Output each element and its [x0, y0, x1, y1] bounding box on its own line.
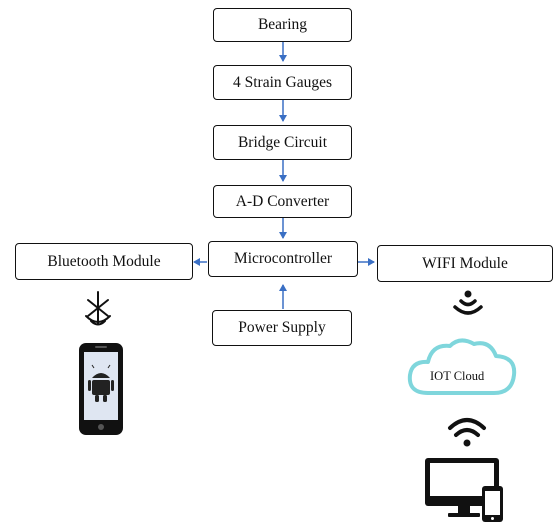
node-bluetooth-module: Bluetooth Module — [15, 243, 193, 280]
desktop-mobile-icon — [425, 458, 503, 522]
node-ad-converter: A-D Converter — [213, 185, 352, 218]
wifi-signal-icon — [453, 290, 483, 315]
cloud-icon — [407, 338, 517, 395]
node-wifi-module: WIFI Module — [377, 245, 553, 282]
node-strain-gauges: 4 Strain Gauges — [213, 65, 352, 100]
node-bearing: Bearing — [213, 8, 352, 42]
android-phone-icon — [79, 343, 123, 435]
wifi-icon — [448, 418, 486, 447]
node-power-supply: Power Supply — [212, 310, 352, 346]
bluetooth-waves-icon — [85, 291, 111, 326]
node-microcontroller: Microcontroller — [208, 241, 358, 277]
cloud-label: IOT Cloud — [430, 369, 485, 383]
node-bridge-circuit: Bridge Circuit — [213, 125, 352, 160]
